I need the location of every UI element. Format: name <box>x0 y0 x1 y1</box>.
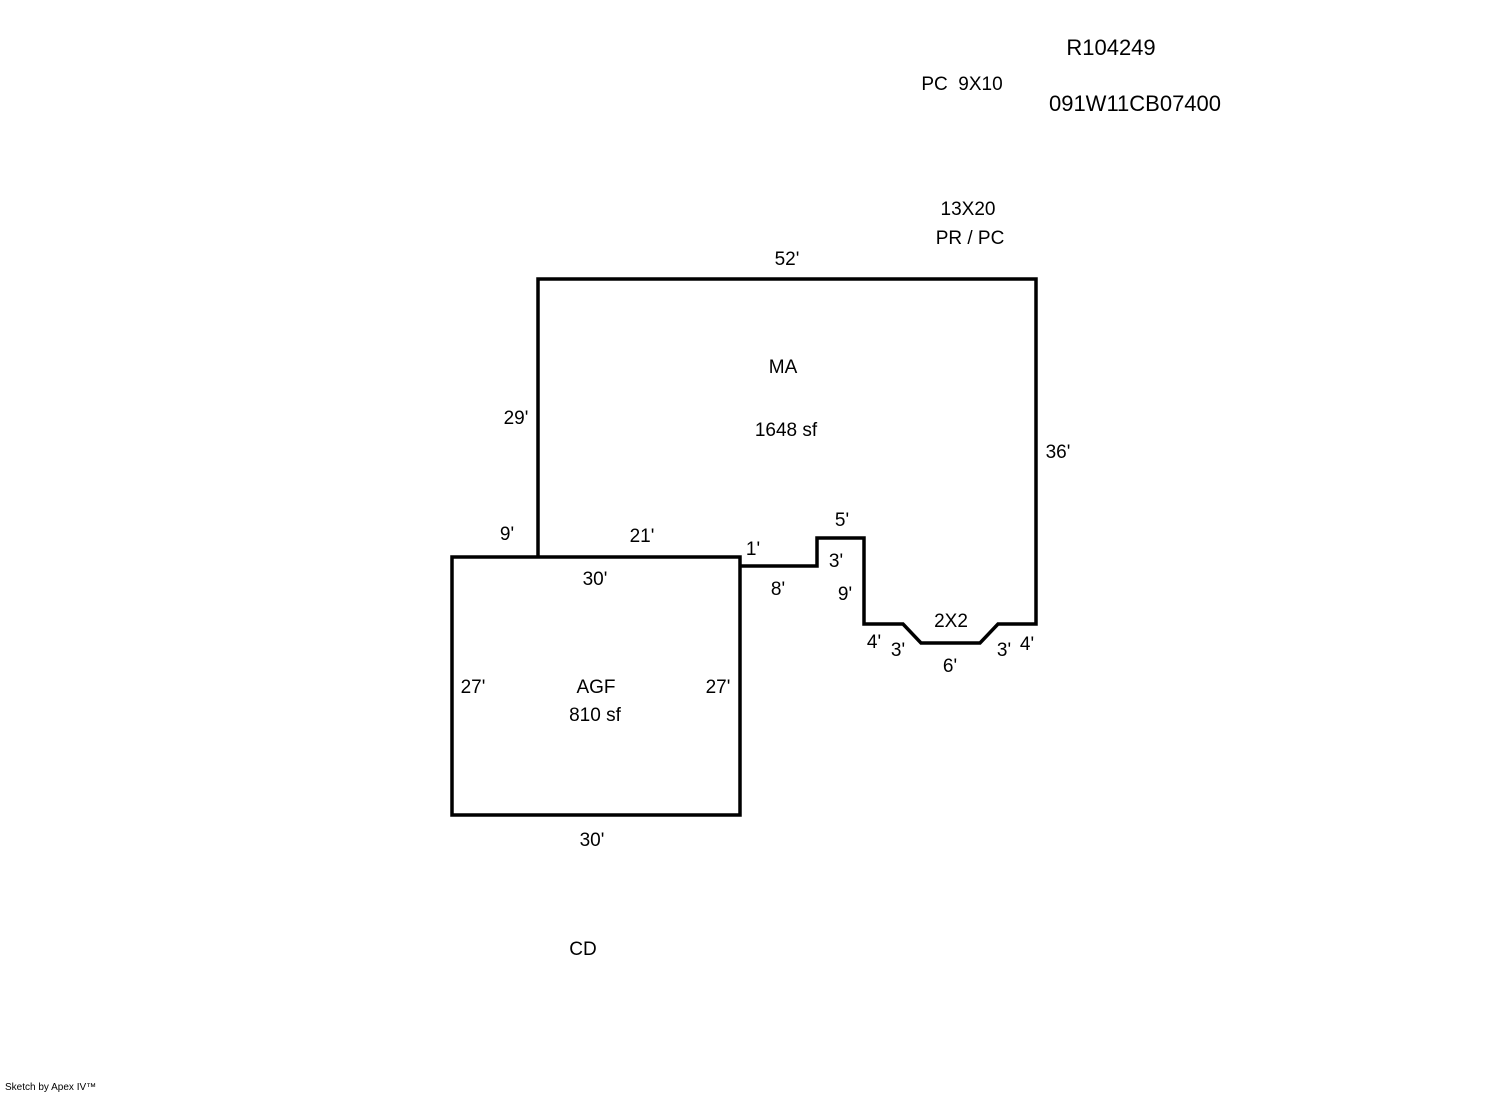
dim-garage-right: 27' <box>706 677 731 698</box>
main-area-outline <box>536 277 1038 645</box>
dim-notch-left: 3' <box>829 551 843 572</box>
porch-type: PR / PC <box>936 228 1005 249</box>
dim-main-left: 29' <box>504 408 529 429</box>
dim-bay-right-angle: 3' <box>997 640 1011 661</box>
dim-main-top: 52' <box>775 249 800 270</box>
dim-main-right: 36' <box>1046 442 1071 463</box>
garage-code: AGF <box>576 677 615 698</box>
dim-notch-down: 9' <box>838 584 852 605</box>
bay-size: 2X2 <box>934 611 968 632</box>
dim-jog-run: 8' <box>771 579 785 600</box>
main-area-size: 1648 sf <box>755 420 818 441</box>
garage-outline <box>450 555 742 817</box>
dim-garage-left: 27' <box>461 677 486 698</box>
main-area-code: MA <box>769 357 798 378</box>
porch-note: PC 9X10 <box>921 74 1002 95</box>
map-number: 091W11CB07400 <box>1049 91 1221 116</box>
dim-garage-bottom: 30' <box>580 830 605 851</box>
garage-size: 810 sf <box>569 705 621 726</box>
dim-bay-bottom: 6' <box>943 656 957 677</box>
deck-code: CD <box>569 939 596 960</box>
dim-notch-top: 5' <box>835 510 849 531</box>
dim-jog-up: 1' <box>746 539 760 560</box>
porch-size: 13X20 <box>941 199 996 220</box>
dim-bay-left-rise: 4' <box>867 632 881 653</box>
parcel-id: R104249 <box>1066 35 1155 60</box>
dim-bay-right-rise: 4' <box>1020 634 1034 655</box>
dim-step-left: 9' <box>500 524 514 545</box>
dim-bay-left-angle: 3' <box>891 640 905 661</box>
dim-step-top: 21' <box>630 526 655 547</box>
dim-garage-top: 30' <box>583 569 608 590</box>
sketch-credit: Sketch by Apex IV™ <box>5 1082 96 1093</box>
